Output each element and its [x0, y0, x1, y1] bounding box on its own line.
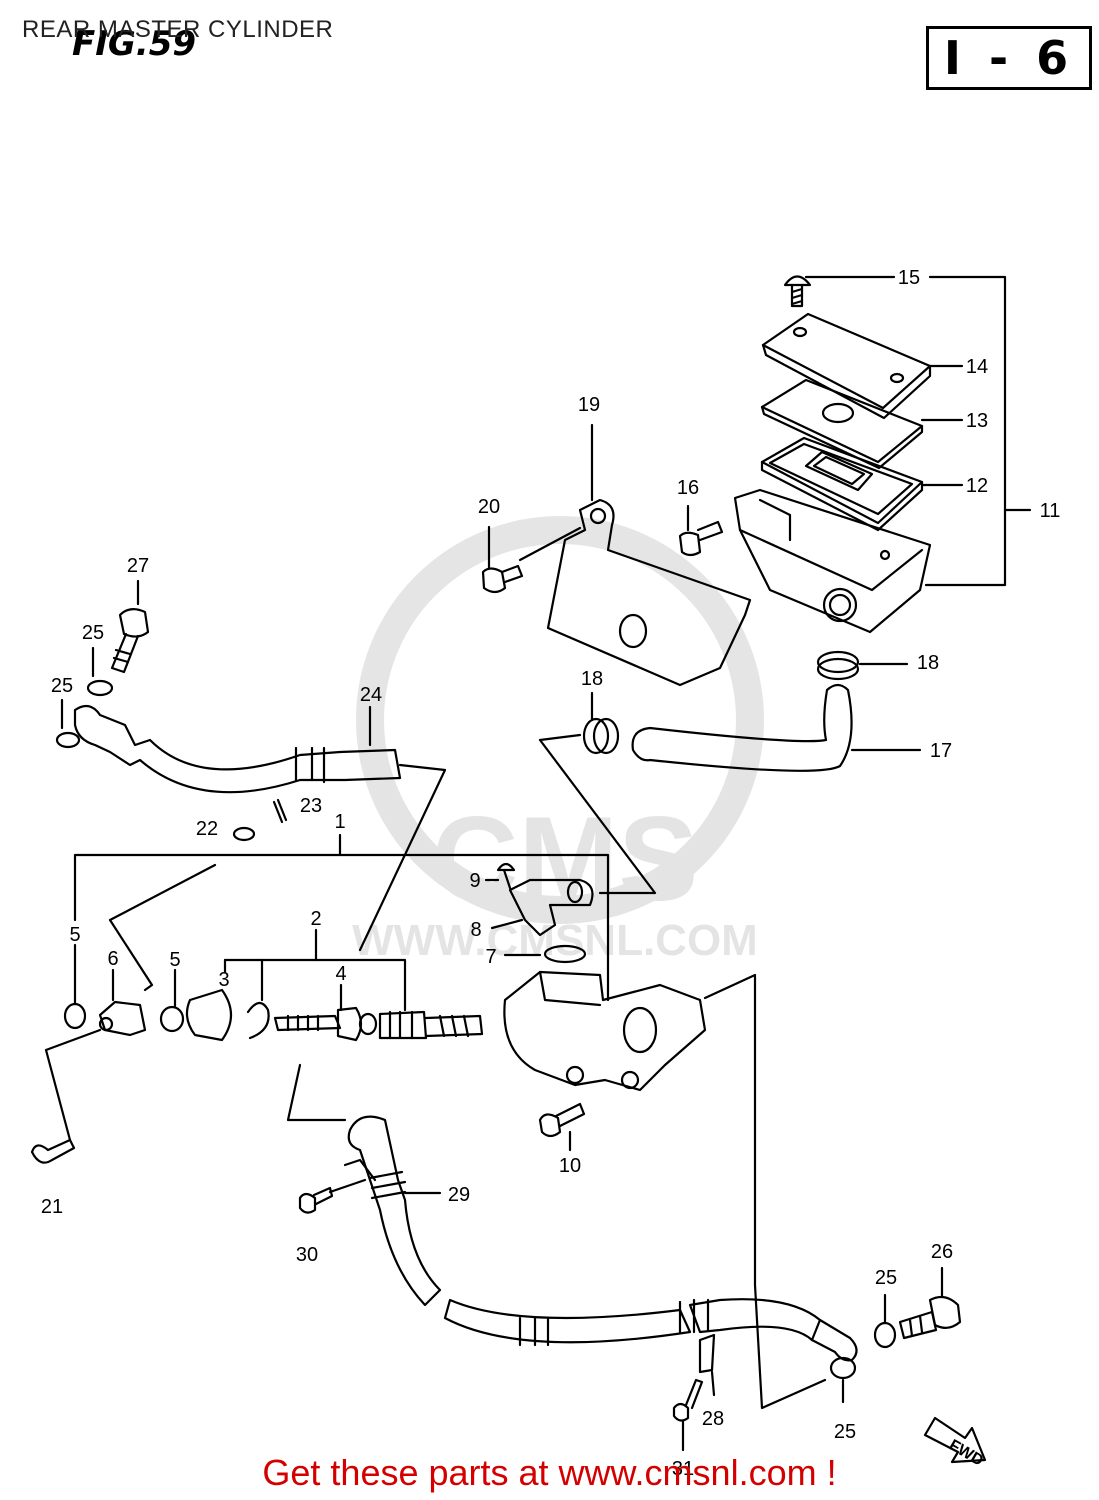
leader-20b [518, 526, 582, 562]
callout-25b: 25 [51, 675, 73, 697]
o-ring-7 [543, 944, 587, 964]
hose-24 [73, 704, 402, 794]
callout-25c: 25 [875, 1267, 897, 1289]
callout-20: 20 [478, 496, 500, 518]
section-code: I - 6 [943, 31, 1075, 85]
hose-pointer-lower [753, 1283, 827, 1410]
hose-17-pointer [538, 733, 657, 895]
hose-17 [631, 683, 922, 772]
clamp-18-lower [582, 691, 620, 755]
washer-22 [232, 826, 256, 842]
screw-9 [484, 862, 516, 890]
callout-15: 15 [898, 267, 920, 289]
callout-8: 8 [470, 919, 481, 941]
callout-22: 22 [196, 818, 218, 840]
nut-5-left [63, 943, 87, 1030]
callout-14: 14 [966, 356, 988, 378]
leader-21 [44, 1028, 102, 1142]
callout-28: 28 [702, 1408, 724, 1430]
clamp-18-upper [816, 650, 909, 681]
boot-3 [185, 988, 233, 1042]
bolt-31 [672, 1378, 704, 1452]
banjo-bolt-26 [898, 1266, 962, 1340]
callout-19: 19 [578, 394, 600, 416]
pin-21 [30, 1028, 102, 1164]
callout-25a: 25 [82, 622, 104, 644]
group-bracket-1 [73, 853, 610, 1002]
callout-23: 23 [300, 795, 322, 817]
hose-24-pointer [358, 763, 447, 952]
callout-10: 10 [559, 1155, 581, 1177]
figure-number: FIG.59 [72, 24, 197, 64]
push-rod-4 [273, 1006, 378, 1042]
screw-15 [783, 275, 812, 308]
callout-29: 29 [448, 1184, 470, 1206]
callout-24: 24 [360, 684, 382, 706]
callout-5b: 5 [169, 949, 180, 971]
callout-26: 26 [931, 1241, 953, 1263]
piston-spring [378, 1010, 484, 1040]
callout-7: 7 [485, 946, 496, 968]
callout-25d: 25 [834, 1421, 856, 1443]
page-title: REAR MASTER CYLINDER [22, 16, 334, 43]
callout-3: 3 [218, 969, 229, 991]
circlip [246, 1001, 270, 1040]
plate-13 [760, 378, 924, 470]
group-bracket-2 [223, 958, 407, 1012]
clip-28 [698, 1333, 716, 1397]
footer-link[interactable]: Get these parts at www.cmsnl.com ! [262, 1452, 837, 1493]
callout-17: 17 [930, 740, 952, 762]
callout-5a: 5 [69, 924, 80, 946]
callout-27: 27 [127, 555, 149, 577]
hose-29 [347, 1115, 858, 1362]
section-code-box: I - 6 [926, 26, 1092, 90]
callout-1: 1 [334, 811, 345, 833]
leader-to-hose [703, 973, 757, 1287]
bolt-10 [538, 1102, 586, 1152]
bolt-16 [678, 504, 724, 557]
bracket-19 [546, 423, 752, 687]
callout-18a: 18 [917, 652, 939, 674]
callout-labels: 1 2 3 4 5 5 6 7 8 9 10 11 12 13 14 15 16… [41, 267, 1061, 1480]
callout-9: 9 [469, 870, 480, 892]
callout-30: 30 [296, 1244, 318, 1266]
bolt-30 [298, 1158, 377, 1214]
master-cylinder-body [503, 970, 757, 1287]
hose-pointer-upper [286, 1063, 347, 1122]
reservoir-11 [733, 488, 932, 634]
leader-3 [223, 958, 264, 1002]
clevis-6 [98, 968, 147, 1037]
callout-21: 21 [41, 1196, 63, 1218]
cotter-pin-23 [272, 798, 288, 824]
leader-28 [710, 1370, 716, 1397]
watermark-logo-text: CMS [432, 792, 699, 926]
fwd-arrow [923, 1416, 987, 1464]
washer-25-d [829, 1356, 857, 1380]
callout-6: 6 [107, 948, 118, 970]
reservoir-cap-14 [761, 312, 932, 420]
hose-clip [343, 1158, 377, 1182]
washer-25-a [86, 679, 114, 697]
bolt-20 [481, 525, 582, 594]
callout-4: 4 [335, 963, 346, 985]
diaphragm-12 [760, 436, 924, 532]
group-bracket-11 [924, 275, 1007, 587]
leader-6-bracket [108, 863, 217, 992]
callout-31: 31 [672, 1458, 694, 1480]
callout-11: 11 [1040, 500, 1061, 522]
callout-18b: 18 [581, 668, 603, 690]
callout-16: 16 [677, 477, 699, 499]
nut-5-right [159, 968, 185, 1033]
callout-12: 12 [966, 475, 988, 497]
union-fitting-8 [490, 878, 594, 937]
callout-2: 2 [310, 908, 321, 930]
banjo-bolt-27 [110, 579, 150, 674]
washer-25-c [873, 1321, 897, 1349]
leader-8 [490, 918, 524, 930]
washer-25-b [55, 731, 81, 749]
callout-13: 13 [966, 410, 988, 432]
